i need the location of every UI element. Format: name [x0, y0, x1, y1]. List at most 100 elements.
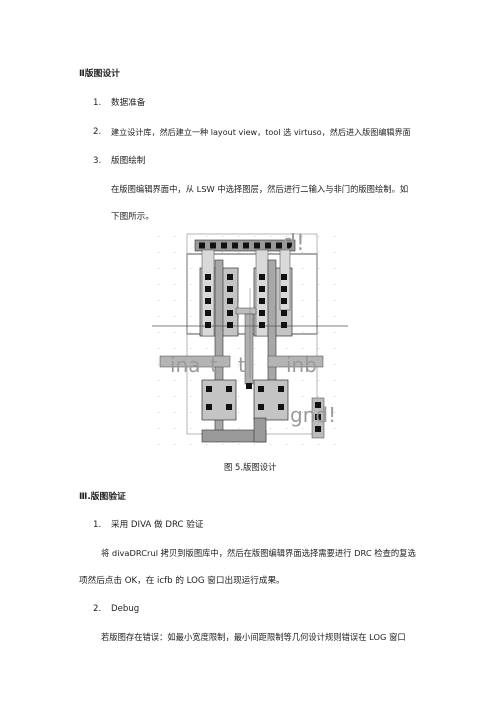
grid-dot — [238, 284, 239, 285]
contact — [276, 242, 282, 249]
contact — [259, 310, 265, 316]
contact — [227, 298, 233, 304]
grid-dot — [174, 316, 175, 317]
grid-dot — [302, 396, 303, 397]
grid-dot — [190, 412, 191, 413]
grid-dot — [158, 380, 159, 381]
grid-dot — [158, 316, 159, 317]
grid-dot — [190, 300, 191, 301]
grid-dot — [334, 412, 335, 413]
input-pin-b — [267, 355, 324, 368]
grid-dot — [334, 364, 335, 365]
grid-dot — [238, 268, 239, 269]
list-number: 1. — [93, 98, 102, 108]
grid-dot — [238, 444, 239, 445]
contact — [221, 242, 227, 249]
grid-dot — [190, 316, 191, 317]
contact — [210, 242, 216, 249]
grid-dot — [190, 236, 191, 237]
contact — [287, 242, 293, 249]
grid-dot — [174, 300, 175, 301]
list-item-text: 采用 DIVA 做 DRC 验证 — [111, 520, 204, 530]
grid-dot — [318, 300, 319, 301]
grid-dot — [158, 428, 159, 429]
paragraph-line: 将 divaDRCrul 拷贝到版图库中，然后在版图编辑界面选择需要进行 DRC… — [101, 548, 416, 558]
grid-dot — [270, 428, 271, 429]
grid-dot — [334, 300, 335, 301]
contact — [199, 242, 205, 249]
grid-dot — [158, 252, 159, 253]
grid-dot — [190, 284, 191, 285]
grid-dot — [334, 284, 335, 285]
contact — [246, 383, 252, 389]
paragraph-line: 在版图编辑界面中，从 LSW 中选择图层，然后进行二输入与非门的版图绘制。如 — [111, 184, 409, 194]
grid-dot — [334, 396, 335, 397]
grid-dot — [158, 444, 159, 445]
grid-dot — [206, 444, 207, 445]
grid-dot — [238, 348, 239, 349]
grid-dot — [238, 332, 239, 333]
grid-dot — [238, 412, 239, 413]
grid-dot — [270, 444, 271, 445]
grid-dot — [318, 236, 319, 237]
grid-dot — [254, 444, 255, 445]
grid-dot — [334, 252, 335, 253]
list-number: 3. — [93, 156, 102, 166]
grid-dot — [254, 236, 255, 237]
contact — [258, 404, 264, 410]
paragraph-line: 若版图存在错误：如最小宽度限制，最小间距限制等几何设计规则错误在 LOG 窗口 — [101, 632, 406, 642]
section-heading-verification: Ⅲ.版图验证 — [79, 492, 126, 502]
grid-dot — [238, 236, 239, 237]
grid-dot — [302, 348, 303, 349]
grid-dot — [318, 284, 319, 285]
grid-dot — [222, 236, 223, 237]
grid-dot — [190, 268, 191, 269]
grid-dot — [190, 332, 191, 333]
contact — [259, 286, 265, 292]
grid-dot — [286, 428, 287, 429]
grid-dot — [302, 412, 303, 413]
grid-dot — [334, 268, 335, 269]
grid-dot — [318, 380, 319, 381]
grid-dot — [334, 380, 335, 381]
contact — [205, 298, 211, 304]
grid-dot — [238, 396, 239, 397]
grid-dot — [222, 444, 223, 445]
grid-dot — [158, 236, 159, 237]
grid-dot — [334, 332, 335, 333]
figure-caption: 图 5.版图设计 — [224, 462, 277, 472]
contact — [226, 404, 232, 410]
grid-dot — [334, 444, 335, 445]
grid-dot — [174, 380, 175, 381]
list-item-text: Debug — [111, 604, 140, 614]
contact — [227, 274, 233, 280]
grid-dot — [158, 348, 159, 349]
grid-dot — [270, 236, 271, 237]
grid-dot — [174, 268, 175, 269]
label-vdd: d! — [282, 231, 305, 256]
grid-dot — [318, 268, 319, 269]
grid-dot — [286, 348, 287, 349]
label-t2: t — [238, 353, 246, 377]
grid-dot — [286, 236, 287, 237]
label-inb: inb — [286, 353, 317, 377]
grid-dot — [302, 332, 303, 333]
grid-dot — [334, 236, 335, 237]
list-number: 2. — [93, 604, 102, 614]
grid-dot — [174, 412, 175, 413]
paragraph-line: 下图所示。 — [111, 212, 154, 222]
contact — [315, 426, 321, 432]
grid-dot — [174, 332, 175, 333]
grid-dot — [254, 252, 255, 253]
grid-dot — [174, 284, 175, 285]
section-heading-layout: Ⅱ版图设计 — [79, 69, 120, 79]
grid-dot — [206, 236, 207, 237]
contact — [206, 404, 212, 410]
grid-dot — [302, 236, 303, 237]
grid-dot — [334, 428, 335, 429]
contact — [205, 286, 211, 292]
grid-dot — [158, 412, 159, 413]
grid-dot — [206, 428, 207, 429]
layout-figure: d! ina t t inb gnd! — [150, 228, 350, 450]
grid-dot — [318, 332, 319, 333]
